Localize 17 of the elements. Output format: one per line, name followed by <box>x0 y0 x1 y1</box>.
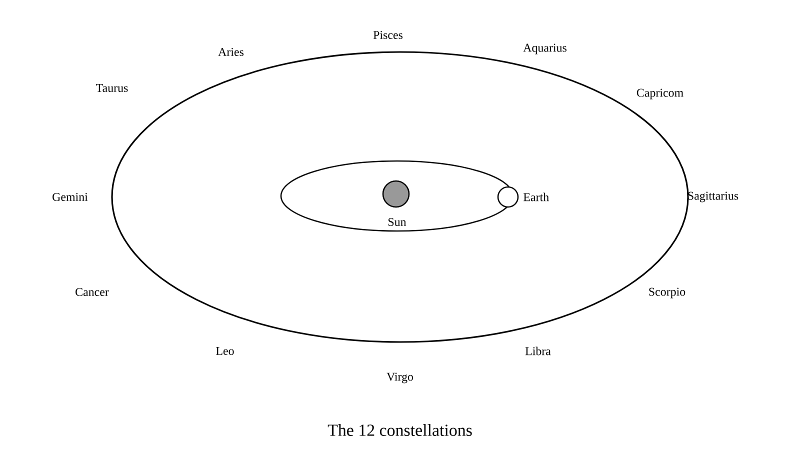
constellation-label: Virgo <box>386 372 414 384</box>
constellation-label: Leo <box>216 347 234 355</box>
sun-circle <box>382 180 410 208</box>
constellation-label: Pisces <box>373 30 403 39</box>
body-label: Earth <box>524 192 549 202</box>
caption: The 12 constellations <box>328 424 472 436</box>
earth-circle <box>497 186 519 208</box>
constellation-label: Gemini <box>52 192 88 201</box>
constellation-label: Cancer <box>76 288 109 296</box>
constellation-label: Taurus <box>96 84 128 92</box>
constellation-label: Scorpio <box>649 288 686 298</box>
constellation-label: Aquarius <box>523 44 566 54</box>
constellation-label: Aries <box>218 48 244 56</box>
constellation-label: Sagittarius <box>688 192 738 202</box>
body-label: Sun <box>388 218 406 226</box>
constellation-label: Libra <box>525 346 551 356</box>
constellation-label: Capricom <box>636 88 684 100</box>
